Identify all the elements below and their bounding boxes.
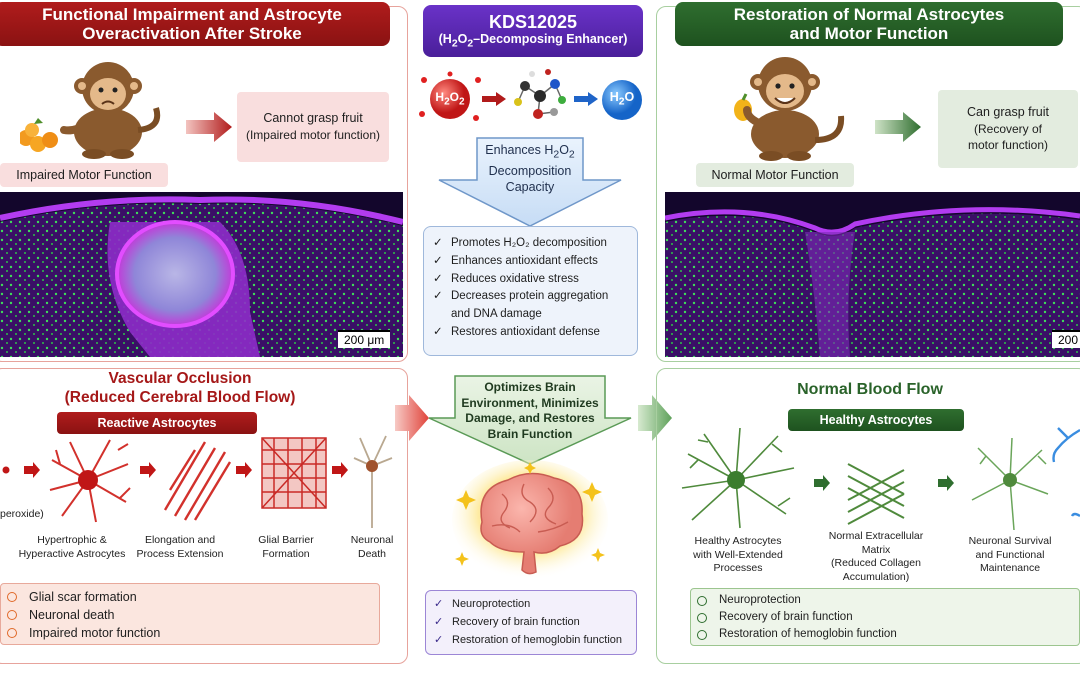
healthy-outcome-item: Neuroprotection [697, 592, 1079, 609]
h2o-molecule-icon [602, 80, 642, 120]
normal-ecm-icon [847, 463, 905, 525]
benefits-list: ✓Neuroprotection ✓Recovery of brain func… [434, 595, 636, 649]
reactive-outcome-item: Glial scar formation [7, 588, 379, 606]
recovery-micrograph [665, 192, 1080, 357]
vascular-occlusion-title: Vascular Occlusion (Reduced Cerebral Blo… [40, 370, 320, 408]
effect-item: ✓Reduces oxidative stress [433, 272, 579, 285]
effect-item: ✓Enhances antioxidant effects [433, 254, 598, 267]
healthy-status-label: Normal Motor Function [696, 163, 854, 187]
enhance-text: Enhances H2O2 Decomposition Capacity [485, 143, 575, 195]
impaired-arrow-icon [186, 112, 232, 142]
kds-subtitle: (H2O2–Decomposing Enhancer) [438, 31, 628, 50]
benefit-item: ✓Neuroprotection [434, 598, 531, 610]
impaired-outcome-box: Cannot grasp fruit (Impaired motor funct… [237, 92, 389, 162]
optimize-text: Optimizes Brain Environment, Minimizes D… [461, 380, 599, 441]
impaired-status-label: Impaired Motor Function [0, 163, 168, 187]
recovery-outcome-line1: Can grasp fruit [967, 105, 1049, 120]
monkey-healthy-illustration [734, 57, 845, 161]
right-top-title-line1: Restoration of Normal Astrocytes [733, 4, 1005, 24]
left-top-title-line2: Overactivation After Stroke [82, 24, 302, 43]
recovery-arrow-icon [875, 112, 921, 142]
reactive-astrocytes-banner: Reactive Astrocytes [57, 412, 257, 434]
healthy-astrocytes-banner: Healthy Astrocytes [788, 409, 964, 431]
h2o2-molecule-icon [419, 71, 481, 121]
center-to-right-arrow-icon [638, 395, 672, 441]
recovery-outcome-line3: motor function) [967, 138, 1049, 153]
effect-item: ✓Promotes H₂O₂ decomposition [433, 237, 607, 249]
healthy-astrocyte-icon [681, 427, 795, 529]
right-top-title-line2: and Motor Function [789, 24, 949, 43]
normal-blood-flow-title: Normal Blood Flow [797, 381, 943, 398]
monkey-impaired-illustration [20, 62, 161, 159]
healthy-outcomes-list: Neuroprotection Recovery of brain functi… [697, 592, 1079, 643]
dying-neuron-icon [353, 435, 393, 528]
healthy-brain-icon [452, 460, 608, 580]
vascular-title-line2: (Reduced Cerebral Blood Flow) [64, 388, 296, 406]
effect-item: and DNA damage [451, 308, 542, 321]
impaired-outcome-line2: (Impaired motor function) [245, 128, 381, 143]
reactive-outcome-item: Impaired motor function [7, 624, 379, 642]
scale-bar-left: 200 μm [338, 330, 391, 348]
blue-vessel-icon [1052, 427, 1080, 518]
healthy-outcome-item: Restoration of hemoglobin function [697, 626, 1079, 643]
healthy-stages-illustration [681, 427, 1080, 531]
recovery-outcome-box: Can grasp fruit (Recovery of motor funct… [938, 90, 1078, 168]
effect-item: ✓Restores antioxidant defense [433, 326, 600, 339]
elongated-astrocyte-icon [163, 441, 232, 521]
kds-title: KDS12025 [488, 11, 578, 32]
enhance-down-arrow [438, 137, 622, 227]
left-top-title-line1: Functional Impairment and Astrocyte [42, 4, 342, 24]
glial-barrier-icon [261, 437, 327, 509]
reactive-outcomes-list: Glial scar formation Neuronal death Impa… [7, 588, 379, 642]
scale-bar-right: 200 [1052, 330, 1080, 348]
effects-box: ✓Promotes H₂O₂ decomposition ✓Enhances a… [423, 226, 638, 356]
benefit-item: ✓Recovery of brain function [434, 616, 580, 628]
benefits-box: ✓Neuroprotection ✓Recovery of brain func… [425, 590, 637, 655]
reactive-outcomes-box: Glial scar formation Neuronal death Impa… [0, 583, 380, 645]
cut-off-label: peroxide) [0, 508, 44, 520]
optimize-down-arrow [428, 375, 632, 465]
reactive-outcome-item: Neuronal death [7, 606, 379, 624]
left-to-center-arrow-icon [395, 395, 429, 441]
h2o2-label: H2O2 [435, 90, 465, 108]
reaction-arrow-1-icon [482, 92, 506, 106]
impaired-outcome-line1: Cannot grasp fruit [263, 111, 363, 126]
right-bottom-panel [656, 368, 1080, 664]
healthy-neuron-icon [971, 437, 1049, 531]
kds-title-banner: KDS12025 (H2O2–Decomposing Enhancer) [423, 5, 643, 57]
healthy-outcome-item: Recovery of brain function [697, 609, 1079, 626]
left-bottom-panel [0, 368, 408, 664]
effect-item: ✓Decreases protein aggregation [433, 290, 609, 303]
vascular-title-line1: Vascular Occlusion [108, 370, 252, 387]
reactive-stages-illustration [2, 435, 393, 528]
h2o-label: H2O [609, 90, 635, 108]
healthy-outcomes-box: Neuroprotection Recovery of brain functi… [690, 588, 1080, 646]
stroke-micrograph [0, 192, 403, 357]
reaction-arrow-2-icon [574, 92, 598, 106]
effects-list: ✓Promotes H₂O₂ decomposition ✓Enhances a… [433, 235, 629, 342]
recovery-outcome-line2: (Recovery of [973, 122, 1043, 137]
kds12025-compound-icon [514, 69, 566, 119]
stage-hypertrophic: Hypertrophic &Hyperactive Astrocytes [18, 534, 126, 560]
benefit-item: ✓Restoration of hemoglobin function [434, 634, 622, 646]
